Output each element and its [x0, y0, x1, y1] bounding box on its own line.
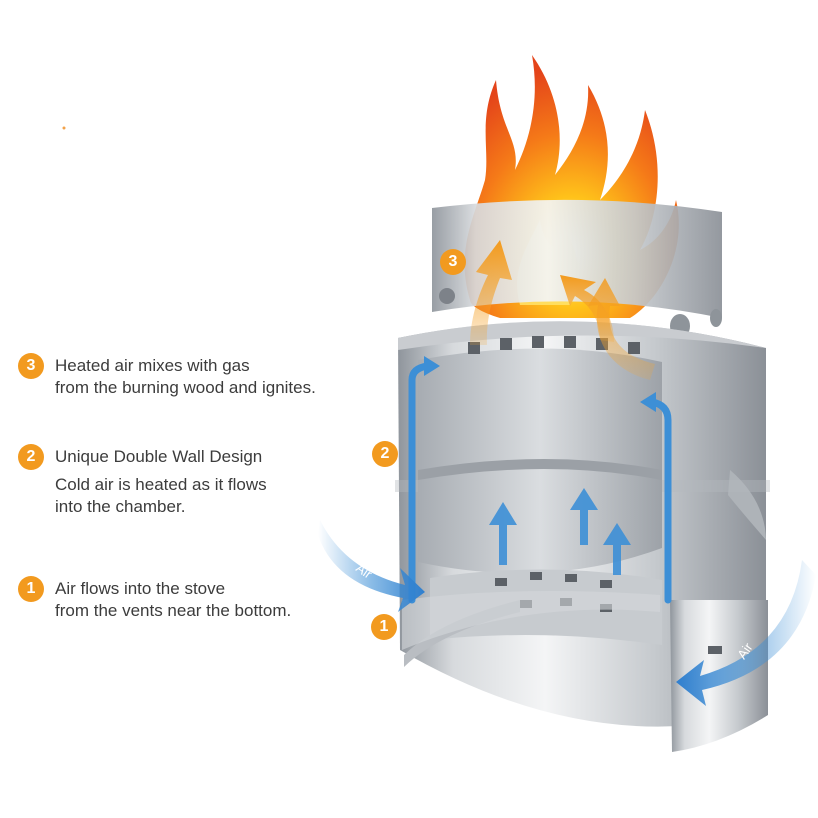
intake-arrow-left: Air	[318, 520, 425, 612]
speck	[62, 126, 66, 130]
legend-item-1: 1 Air flows into the stove from the vent…	[18, 576, 291, 622]
legend-item-3: 3 Heated air mixes with gas from the bur…	[18, 353, 316, 399]
legend-2-line1: Cold air is heated as it flows	[55, 475, 267, 494]
top-windscreen	[432, 199, 722, 338]
double-wall-arrowheads	[424, 356, 656, 412]
legend-1-line1: Air flows into the stove	[55, 579, 226, 598]
diagram-callout-3: 3	[440, 249, 466, 275]
legend-2-line2: into the chamber.	[55, 497, 186, 516]
inner-air-arrows	[489, 488, 631, 575]
legend-item-2: 2 Unique Double Wall Design Cold air is …	[18, 444, 267, 518]
diagram-callout-1: 1	[371, 614, 397, 640]
legend-badge-3: 3	[18, 353, 44, 379]
legend-badge-2: 2	[18, 444, 44, 470]
legend-3-line2: from the burning wood and ignites.	[55, 378, 316, 397]
legend-text-2: Unique Double Wall Design Cold air is he…	[55, 446, 267, 518]
legend-badge-1: 1	[18, 576, 44, 602]
legend-text-3: Heated air mixes with gas from the burni…	[55, 355, 316, 399]
heated-air-arrows	[470, 240, 655, 380]
legend-1-line2: from the vents near the bottom.	[55, 601, 292, 620]
diagram-callout-2: 2	[372, 441, 398, 467]
legend-text-1: Air flows into the stove from the vents …	[55, 578, 291, 622]
legend-3-line1: Heated air mixes with gas	[55, 356, 250, 375]
legend-2-title: Unique Double Wall Design	[55, 447, 263, 466]
